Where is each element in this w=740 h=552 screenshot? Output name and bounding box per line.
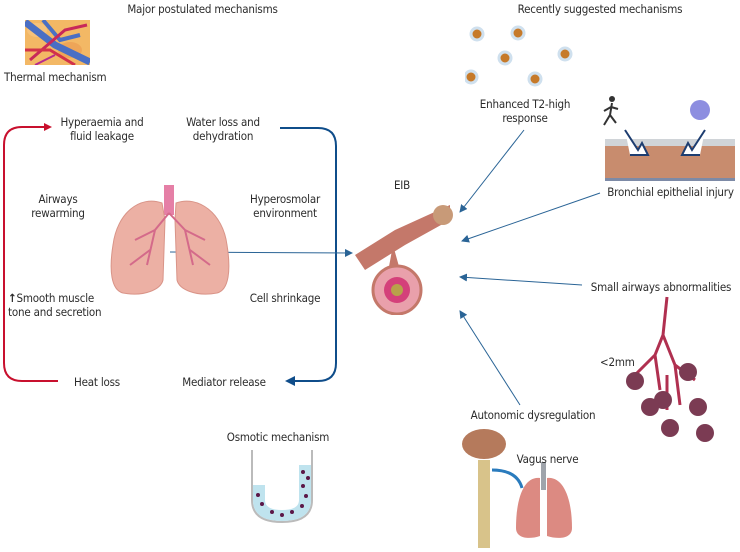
- label-smooth-muscle: ↑Smooth muscle tone and secretion: [8, 291, 102, 319]
- label-hyperosmolar-line1: Hyperosmolar: [249, 192, 321, 206]
- label-hyperosmolar-line2: environment: [253, 206, 317, 220]
- label-water-loss-line1: Water loss and: [186, 115, 260, 129]
- epithelial-to-eib-arrow: [461, 192, 601, 243]
- label-airways-rewarming-line2: rewarming: [31, 206, 85, 220]
- osmotic-loop-arrow: [280, 127, 337, 386]
- label-cell-shrinkage: Cell shrinkage: [249, 291, 321, 305]
- vagus-nerve-line: [491, 468, 524, 489]
- u-tube-image: [251, 450, 313, 524]
- autonomic-nervous-image: [462, 429, 572, 548]
- label-hyperaemia-line1: Hyperaemia and: [60, 115, 144, 129]
- heading-major-mechanisms: Major postulated mechanisms: [127, 2, 278, 16]
- label-smooth-muscle-line1: Smooth muscle: [16, 291, 95, 305]
- brain-icon: [462, 429, 506, 459]
- label-mediator-release: Mediator release: [182, 375, 266, 389]
- thermal-tissue-image: [25, 20, 90, 65]
- label-t2-high-line1: Enhanced T2-high: [479, 97, 571, 111]
- lungs-image: [110, 185, 230, 295]
- label-hyperosmolar: Hyperosmolar environment: [240, 192, 330, 220]
- label-heat-loss: Heat loss: [73, 375, 120, 389]
- label-airways-rewarming-line1: Airways: [38, 192, 78, 206]
- small-airways-image: [626, 296, 714, 442]
- label-hyperaemia: Hyperaemia and fluid leakage: [52, 115, 152, 143]
- label-hyperaemia-line2: fluid leakage: [70, 129, 134, 143]
- label-size-note: <2mm: [600, 355, 635, 369]
- t2-to-eib-arrow: [459, 129, 525, 213]
- small-airways-to-eib-arrow: [459, 273, 583, 286]
- heading-recent-mechanisms: Recently suggested mechanisms: [517, 2, 683, 16]
- spine-icon: [478, 460, 490, 548]
- label-autonomic-dysregulation: Autonomic dysregulation: [470, 408, 596, 422]
- eib-airway-image: [355, 205, 453, 315]
- label-smooth-muscle-line2: tone and secretion: [8, 305, 102, 319]
- label-water-loss-line2: dehydration: [192, 129, 254, 143]
- thermal-loop-arrow: [3, 123, 58, 382]
- label-water-loss: Water loss and dehydration: [178, 115, 268, 143]
- label-airways-rewarming: Airways rewarming: [18, 192, 98, 220]
- label-small-airways: Small airways abnormalities: [590, 280, 732, 294]
- up-arrow-icon: ↑: [8, 291, 17, 305]
- label-t2-high-line2: response: [502, 111, 548, 125]
- bronchial-epithelium-image: [603, 96, 735, 181]
- runner-icon: [603, 96, 619, 126]
- label-bronchial-epithelial-injury: Bronchial epithelial injury: [607, 185, 734, 199]
- osmotic-mechanism-title: Osmotic mechanism: [226, 430, 330, 444]
- eib-label: EIB: [393, 178, 411, 192]
- thermal-mechanism-title: Thermal mechanism: [4, 70, 107, 84]
- autonomic-to-eib-arrow: [459, 310, 521, 406]
- t2-cells-image: [465, 25, 573, 87]
- virus-icon: [690, 100, 710, 120]
- label-vagus-nerve: Vagus nerve: [516, 452, 579, 466]
- label-t2-high: Enhanced T2-high response: [470, 97, 580, 125]
